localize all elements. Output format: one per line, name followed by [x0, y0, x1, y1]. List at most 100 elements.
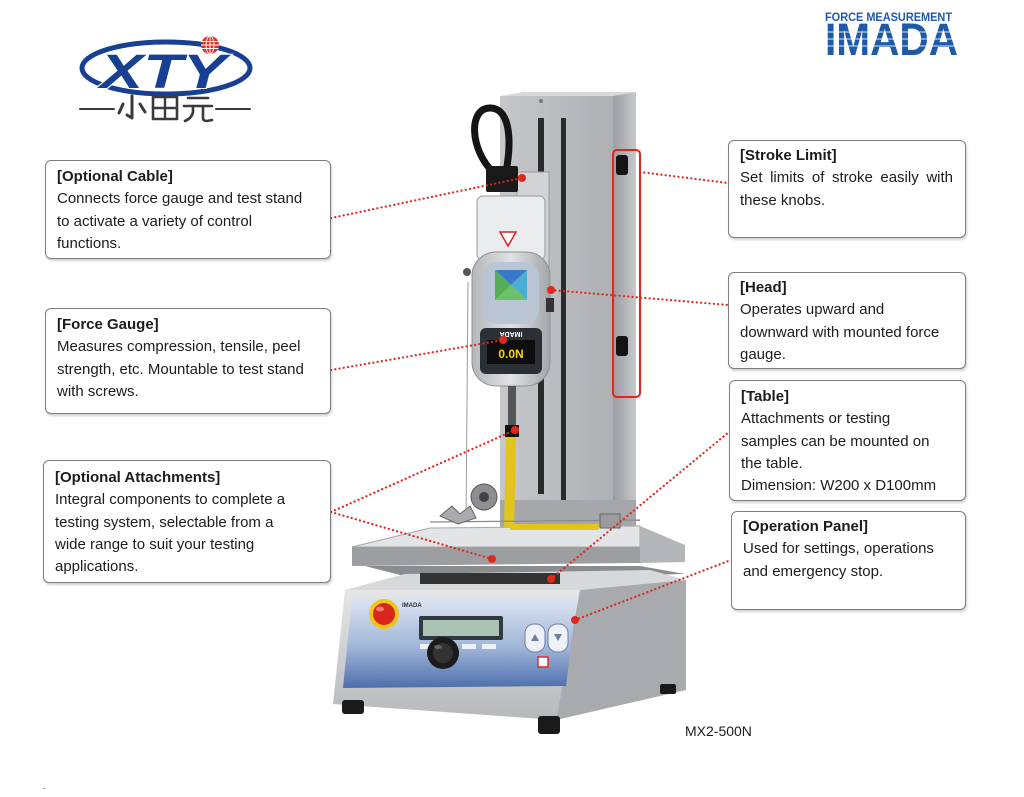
callout-text-line: with screws. [57, 382, 139, 400]
table-clip [599, 513, 621, 529]
base-foot [342, 700, 364, 714]
callout-title: [Optional Cable] [57, 168, 173, 185]
arrow-up-icon [531, 634, 539, 641]
warning-triangle-icon [498, 231, 518, 248]
panel-stop-key [537, 656, 549, 668]
leader-lines [329, 149, 733, 624]
column-screw [539, 99, 543, 103]
table-side-edge [640, 526, 685, 563]
callout-text-line: strength, etc. Mountable to test stand [57, 360, 304, 378]
callout-table: [Table] Attachments or testing samples c… [729, 380, 966, 501]
callout-title: [Optional Attachments] [55, 469, 221, 486]
leader-stroke-limit [638, 170, 730, 185]
gauge-key-up [495, 270, 527, 285]
leader-head [549, 288, 730, 307]
callout-head: [Head] Operates upward and downward with… [728, 272, 966, 369]
leader-dot-optional-attachments-lower [488, 555, 496, 563]
callout-text-line: Dimension: W200 x D100mm [741, 477, 937, 495]
model-caption: MX2-500N [685, 723, 752, 739]
gauge-key-down [495, 285, 527, 300]
callout-text-line: wide range to suit your testing [55, 535, 255, 553]
globe-icon [201, 35, 219, 55]
callout-text-line: downward with mounted force [740, 323, 940, 341]
xty-logo-chinese-name [79, 94, 251, 123]
emergency-stop-button [373, 603, 395, 625]
callout-text-line: testing system, selectable from a [55, 513, 274, 531]
callout-text-line: the table. [741, 454, 803, 472]
cable-connector [486, 166, 518, 192]
gauge-top-cap [476, 195, 546, 261]
gauge-brand: IMADA [500, 330, 523, 337]
gauge-key-left [495, 270, 511, 300]
gauge-screen [487, 340, 535, 364]
emergency-stop-highlight [376, 606, 384, 612]
panel-brand: IMADA [402, 603, 422, 609]
panel-lcd-screen [423, 620, 499, 636]
callout-text-line: Attachments or testing [741, 410, 891, 428]
base-foot [660, 684, 676, 694]
callout-text-line: and emergency stop. [743, 562, 884, 580]
column-side-face [613, 92, 636, 516]
gauge-side-screw [463, 268, 471, 276]
footer-mark: - [43, 783, 46, 793]
test-stand-illustration: IMADA 0.0N [333, 92, 686, 734]
callout-text-line: Measures compression, tensile, peel [57, 338, 301, 356]
imada-logo: FORCE MEASUREMENT IMADA [825, 12, 958, 65]
leader-dot-optional-attachments-upper [511, 426, 519, 434]
callout-text-line: samples can be mounted on [741, 432, 930, 450]
table-front-edge [352, 547, 640, 566]
callout-text-line: Used for settings, operations [743, 540, 934, 558]
arrow-down-icon [554, 634, 562, 641]
imada-logo-stripes [825, 31, 958, 47]
panel-key [462, 644, 476, 649]
callout-text-line: these knobs. [740, 191, 826, 209]
base-foot [538, 716, 560, 734]
gauge-mount-clamp [546, 298, 554, 312]
callout-text-line: Operates upward and [740, 301, 885, 319]
gauge-reading: 0.0N [498, 347, 523, 361]
callout-text-line: Set limits of stroke easily with [740, 169, 953, 187]
callout-title: [Table] [741, 388, 790, 405]
leader-dot-head [547, 286, 555, 294]
callout-optional-cable: [Optional Cable] Connects force gauge an… [45, 160, 331, 259]
stroke-limit-knob-upper [616, 155, 628, 175]
leader-dot-force-gauge [499, 336, 507, 344]
callout-operation-panel: [Operation Panel] Used for settings, ope… [731, 511, 966, 610]
grip-wheel-hub [479, 492, 489, 502]
xty-logo-ring [79, 39, 253, 97]
callout-text-line: functions. [57, 234, 122, 252]
gauge-key-right [511, 270, 527, 300]
attachment-yellow-bar [504, 437, 516, 532]
column-top [500, 92, 636, 96]
leader-optional-cable [329, 176, 524, 220]
callout-text-line: Connects force gauge and test stand [57, 190, 303, 208]
panel-jog-knob-highlight [434, 645, 442, 649]
xty-logo: XTY [79, 35, 253, 123]
leader-dot-operation-panel [571, 616, 579, 624]
stroke-limit-highlight-frame [612, 149, 641, 398]
callout-title: [Operation Panel] [743, 518, 869, 535]
leader-force-gauge [329, 338, 505, 372]
sample-strip [510, 524, 600, 530]
callout-stroke-limit: [Stroke Limit] Set limits of stroke easi… [728, 140, 966, 238]
stroke-limit-knob-lower [616, 336, 628, 356]
imada-logo-tagline: FORCE MEASUREMENT [825, 12, 952, 24]
optional-cable [471, 104, 513, 176]
callout-title: [Force Gauge] [57, 316, 159, 333]
leader-table [549, 430, 731, 581]
callout-title: [Head] [740, 279, 787, 296]
base-side-face [556, 580, 686, 720]
leader-optional-attachments-upper [329, 428, 517, 514]
panel-key [482, 644, 496, 649]
callout-title: [Stroke Limit] [740, 147, 837, 164]
callout-text-line: gauge. [740, 345, 786, 363]
callout-text-line: applications. [55, 558, 139, 576]
stand-base: IMADA [333, 566, 686, 734]
leader-dot-optional-cable [518, 174, 526, 182]
callout-text-line: to activate a variety of control [57, 212, 253, 230]
panel-key [420, 644, 434, 649]
callout-text-line: Integral components to complete a [55, 491, 286, 509]
callout-optional-attachments: [Optional Attachments] Integral componen… [43, 460, 331, 583]
